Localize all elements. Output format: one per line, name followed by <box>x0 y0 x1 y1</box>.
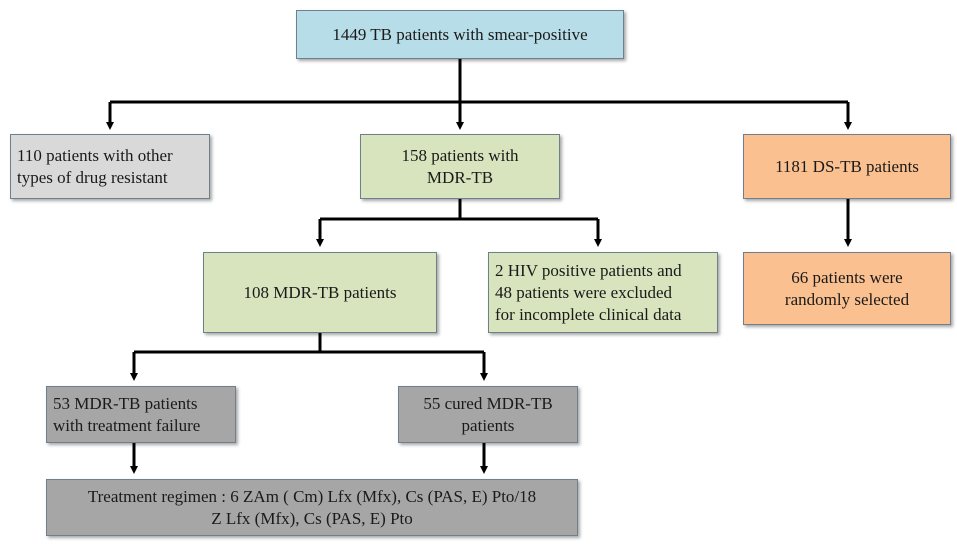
node-other-resistant-label: 110 patients with other types of drug re… <box>17 145 173 187</box>
node-failure: 53 MDR-TB patients with treatment failur… <box>46 386 236 443</box>
node-ds-tb: 1181 DS-TB patients <box>743 134 951 199</box>
node-ds-selected: 66 patients were randomly selected <box>743 252 951 325</box>
node-ds-tb-label: 1181 DS-TB patients <box>775 156 919 176</box>
node-mdr-tb-label: 158 patients with MDR-TB <box>401 145 519 187</box>
node-failure-label: 53 MDR-TB patients with treatment failur… <box>53 393 201 435</box>
node-excluded: 2 HIV positive patients and 48 patients … <box>488 252 718 333</box>
node-other-resistant: 110 patients with other types of drug re… <box>10 134 210 199</box>
node-ds-selected-label: 66 patients were randomly selected <box>784 267 910 309</box>
node-regimen-label: Treatment regimen : 6 ZAm ( Cm) Lfx (Mfx… <box>87 486 537 528</box>
node-mdr-108: 108 MDR-TB patients <box>203 252 437 333</box>
node-cured: 55 cured MDR-TB patients <box>398 386 578 443</box>
node-excluded-label: 2 HIV positive patients and 48 patients … <box>495 260 682 324</box>
node-mdr-tb: 158 patients with MDR-TB <box>360 134 560 199</box>
node-root: 1449 TB patients with smear-positive <box>296 10 624 59</box>
node-mdr-108-label: 108 MDR-TB patients <box>243 282 397 302</box>
node-root-label: 1449 TB patients with smear-positive <box>332 24 588 44</box>
node-regimen: Treatment regimen : 6 ZAm ( Cm) Lfx (Mfx… <box>46 479 578 536</box>
node-cured-label: 55 cured MDR-TB patients <box>423 393 553 435</box>
